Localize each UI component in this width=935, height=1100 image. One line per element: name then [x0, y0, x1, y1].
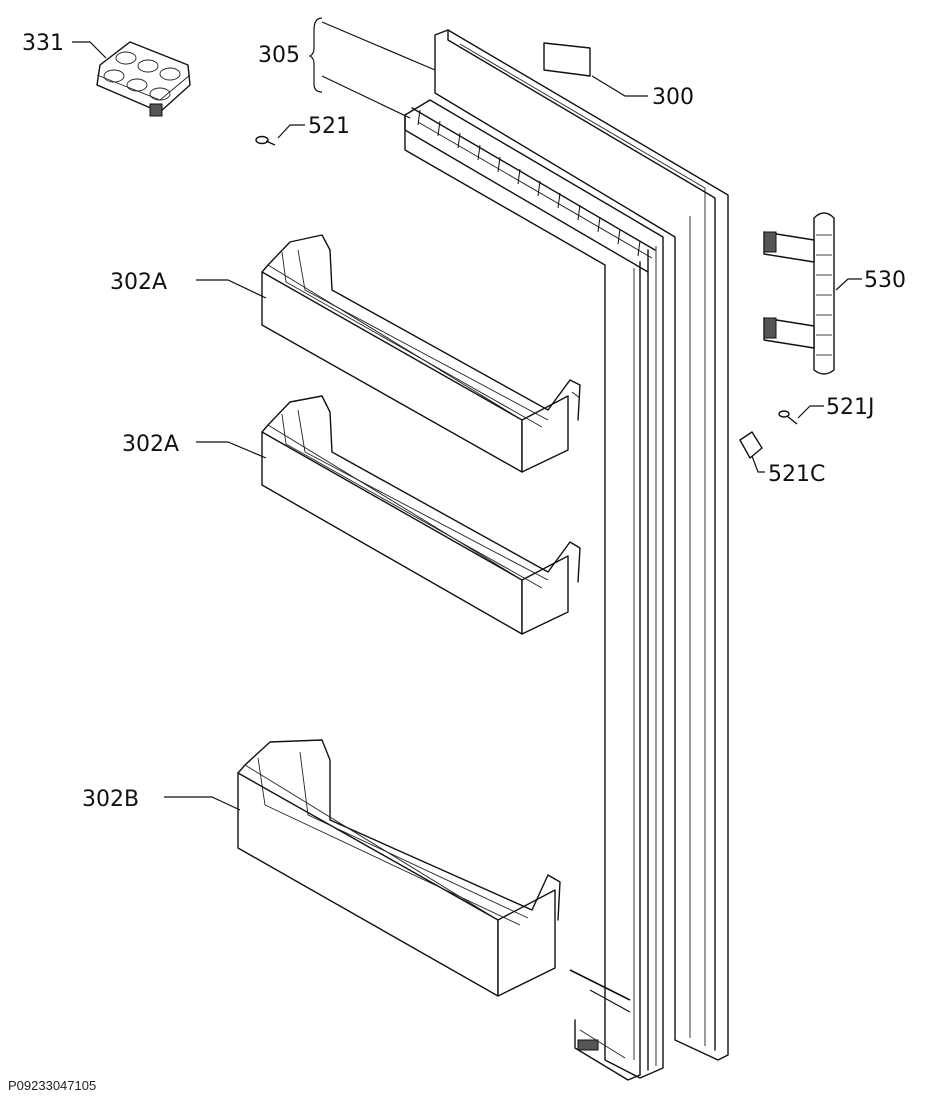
part-labels: 331 305 300 521 302A 302A 302B 530 521J …	[8, 31, 906, 1093]
label-305: 305	[258, 43, 300, 68]
leader-305-a	[321, 21, 436, 71]
label-300: 300	[652, 85, 694, 110]
rating-label-plate	[543, 42, 591, 77]
door-edge-line	[447, 29, 716, 1051]
gasket-top-rail	[411, 107, 656, 251]
label-521c: 521C	[768, 462, 825, 487]
leader-305-bracket	[308, 17, 323, 93]
door-handle-530	[763, 212, 835, 375]
door-liner	[404, 99, 664, 1079]
leader-331	[72, 41, 107, 59]
leader-521c	[751, 455, 765, 473]
gasket-hatching	[417, 109, 641, 257]
label-521j: 521J	[826, 395, 874, 420]
door-shelf-302a-lower	[261, 395, 581, 635]
liner-shadow-line	[589, 989, 631, 1013]
label-302a-upper: 302A	[110, 270, 167, 295]
leader-521	[277, 124, 305, 139]
gasket-top-rail	[404, 114, 649, 273]
gasket-top-rail	[417, 121, 653, 259]
screw-521	[255, 135, 276, 146]
screw-521j	[778, 410, 798, 425]
liner-shadow-line	[569, 969, 631, 1001]
door-edge-line	[459, 43, 706, 1046]
gasket-bottom	[579, 1029, 626, 1059]
leader-302b	[164, 796, 241, 811]
leader-lines	[72, 17, 862, 811]
door-shelf-302a-upper	[261, 234, 581, 473]
leader-530	[835, 278, 862, 291]
leader-521j	[797, 405, 824, 419]
gasket-corner-block	[577, 1039, 599, 1051]
label-331: 331	[22, 31, 64, 56]
label-302b: 302B	[82, 787, 139, 812]
leader-302a-lower	[196, 441, 267, 459]
leader-302a-upper	[196, 279, 267, 299]
label-530: 530	[864, 268, 906, 293]
label-302a-lower: 302A	[122, 432, 179, 457]
leader-305-b	[321, 75, 411, 119]
gasket-bottom	[574, 1019, 641, 1081]
cover-521c	[739, 431, 763, 459]
door-outer-panel	[434, 29, 729, 1061]
door-assembly	[404, 29, 729, 1081]
label-521: 521	[308, 114, 350, 139]
drawing-code: P09233047105	[8, 1078, 96, 1093]
leader-300	[591, 75, 648, 97]
egg-tray	[96, 41, 191, 117]
door-shelf-302b	[237, 739, 561, 997]
